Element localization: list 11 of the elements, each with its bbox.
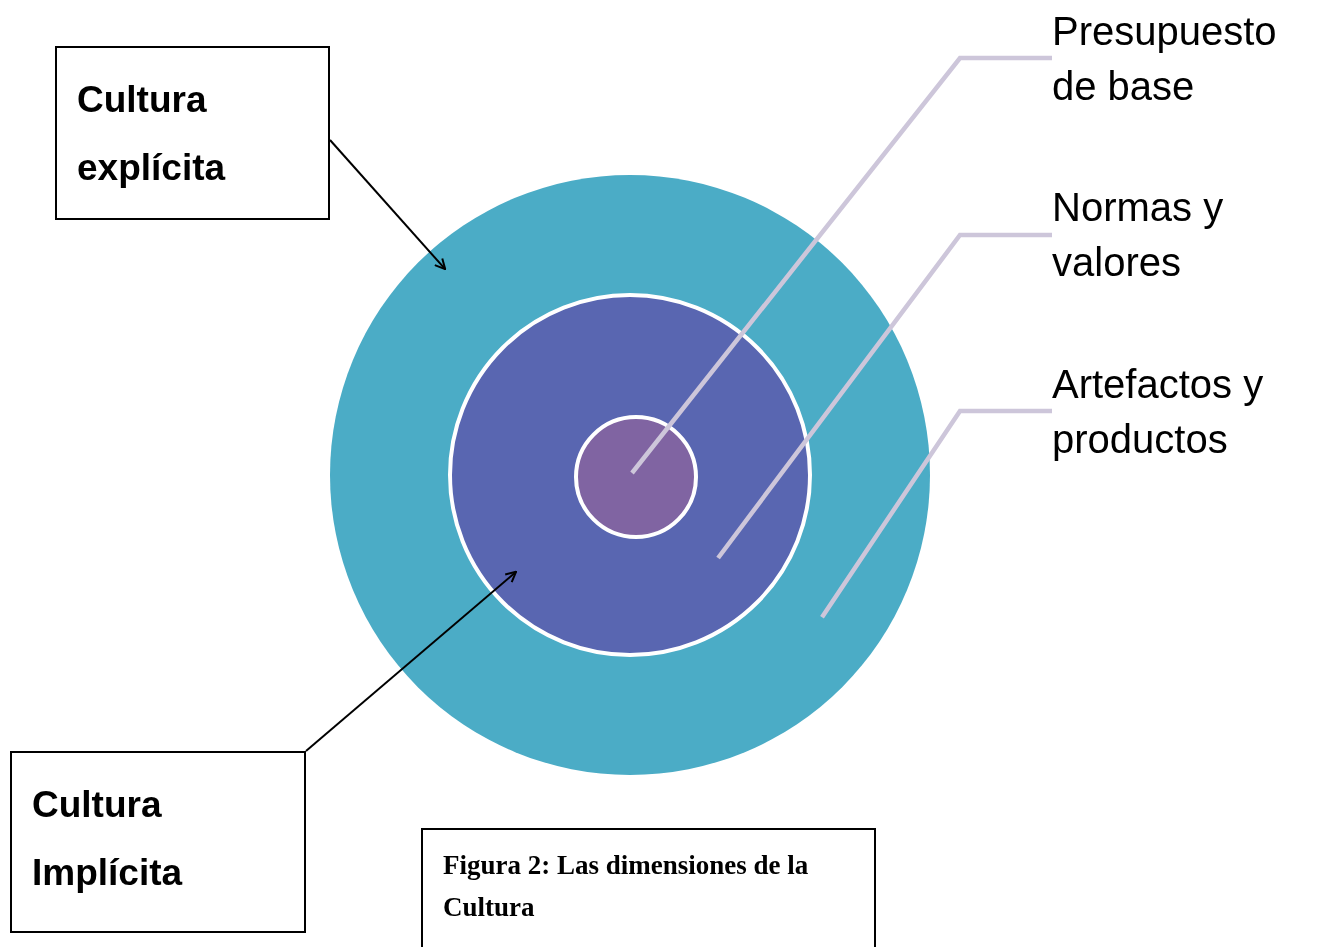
text-box: Cultura explícita [55,46,330,220]
text-box: Cultura Implícita [10,751,306,933]
leader-line [630,55,1052,475]
layer-label: Presupuesto de base [1052,4,1324,114]
layer-label: Normas y valores [1052,180,1324,290]
arrow [329,138,447,271]
figure-caption: Figura 2: Las dimensiones de la Cultura [421,828,876,947]
leader-line [716,232,1052,560]
leader-line [820,408,1052,619]
layer-label: Artefactos y productos [1052,357,1324,467]
arrow [305,570,518,752]
